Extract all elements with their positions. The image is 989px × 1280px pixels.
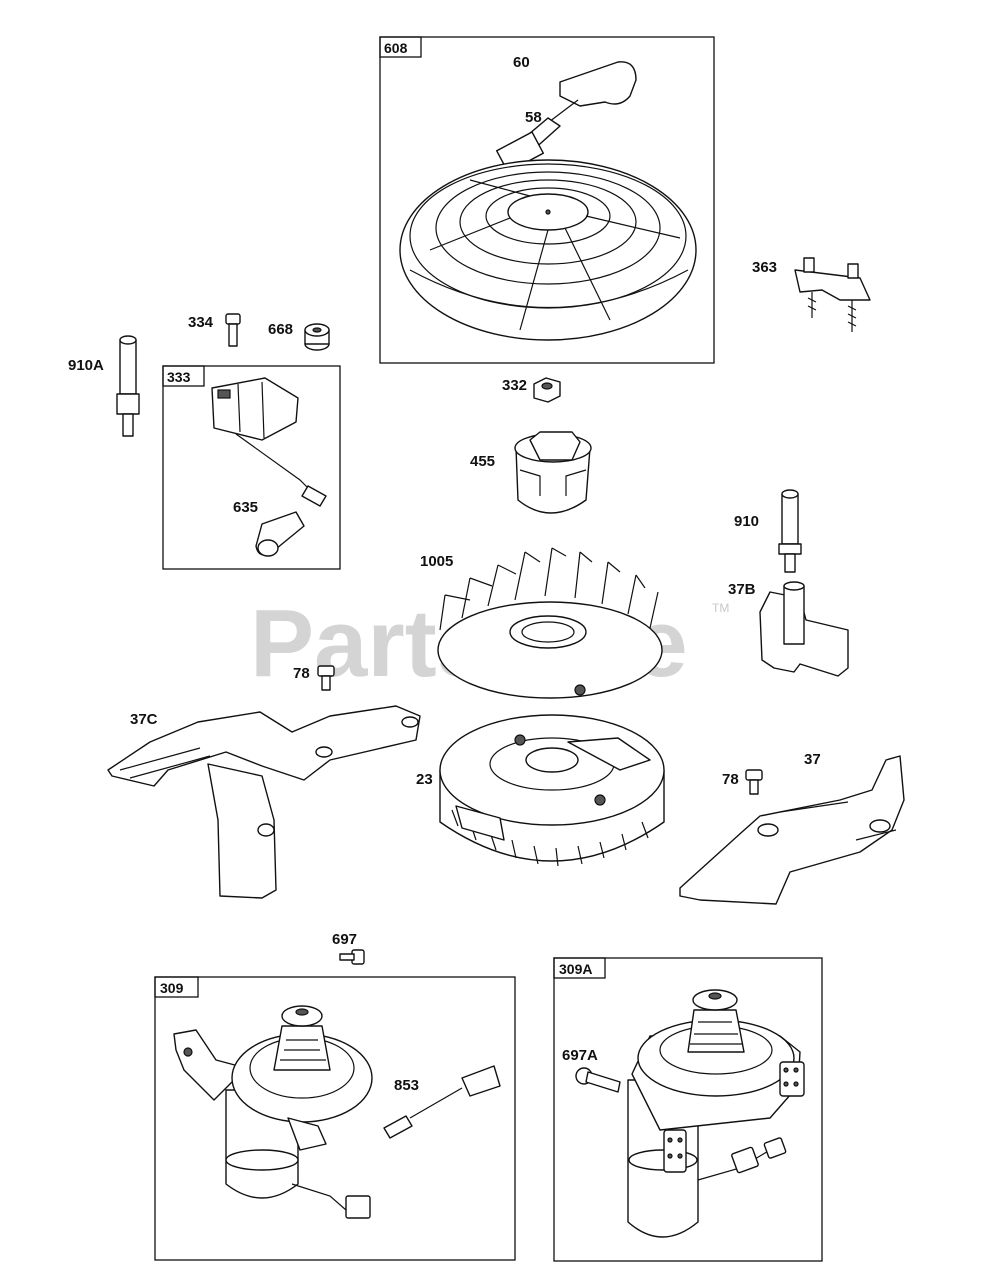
- label-58[interactable]: 58: [525, 109, 542, 126]
- box-608-tab[interactable]: 608: [384, 40, 408, 56]
- rewind-starter-part[interactable]: [399, 61, 697, 341]
- box-309-tab[interactable]: 309: [160, 980, 184, 996]
- watermark-trademark: TM: [712, 601, 729, 615]
- label-668[interactable]: 668: [268, 321, 293, 338]
- starter-motor-309-part[interactable]: [173, 1005, 373, 1219]
- box-309A: 309A: [553, 957, 823, 1262]
- flywheel-fan-1005-part[interactable]: [437, 547, 663, 699]
- bracket-37C-part[interactable]: [107, 705, 421, 899]
- label-37[interactable]: 37: [804, 751, 821, 768]
- label-78-lower[interactable]: 78: [722, 771, 739, 788]
- label-78-upper[interactable]: 78: [293, 665, 310, 682]
- label-910A[interactable]: 910A: [68, 357, 104, 374]
- standoff-910A-part[interactable]: [116, 335, 140, 437]
- flywheel-23-part[interactable]: [439, 714, 665, 867]
- label-60[interactable]: 60: [513, 54, 530, 71]
- box-608: 608: [379, 36, 715, 364]
- label-635[interactable]: 635: [233, 499, 258, 516]
- nut-332-part[interactable]: [533, 377, 561, 403]
- label-853[interactable]: 853: [394, 1077, 419, 1094]
- bolt-697A-part[interactable]: [575, 1067, 621, 1093]
- label-455[interactable]: 455: [470, 453, 495, 470]
- ignition-armature-part[interactable]: [211, 377, 327, 507]
- label-910[interactable]: 910: [734, 513, 759, 530]
- spark-plug-boot-635-part[interactable]: [255, 511, 305, 557]
- screw-78-upper-part[interactable]: [317, 665, 335, 691]
- label-697[interactable]: 697: [332, 931, 357, 948]
- label-334[interactable]: 334: [188, 314, 214, 331]
- box-309A-tab[interactable]: 309A: [559, 961, 592, 977]
- starter-cup-455-part[interactable]: [514, 431, 592, 514]
- bolt-334-part[interactable]: [225, 313, 241, 347]
- wire-harness-853-part[interactable]: [383, 1065, 501, 1139]
- label-23[interactable]: 23: [416, 771, 433, 788]
- box-309: 309: [154, 976, 516, 1261]
- air-vane-37B-part[interactable]: [759, 581, 849, 677]
- label-332[interactable]: 332: [502, 377, 527, 394]
- label-37B[interactable]: 37B: [728, 581, 756, 598]
- governor-vane-37-part[interactable]: [679, 755, 905, 905]
- label-697A[interactable]: 697A: [562, 1047, 598, 1064]
- spacer-668-part[interactable]: [304, 323, 330, 351]
- label-37C[interactable]: 37C: [130, 711, 158, 728]
- label-363[interactable]: 363: [752, 259, 777, 276]
- box-333-tab[interactable]: 333: [167, 369, 191, 385]
- box-333: 333: [162, 365, 341, 570]
- screw-78-lower-part[interactable]: [745, 769, 763, 795]
- label-1005[interactable]: 1005: [420, 553, 453, 570]
- bracket-363-part[interactable]: [794, 257, 871, 332]
- screw-697-part[interactable]: [339, 949, 365, 965]
- starter-motor-309A-part[interactable]: [627, 989, 805, 1238]
- standoff-910-part[interactable]: [778, 489, 802, 573]
